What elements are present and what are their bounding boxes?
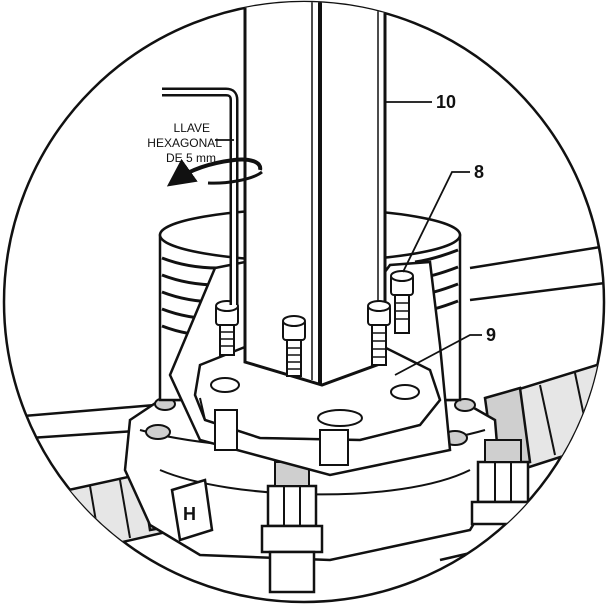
tool-label-line1: LLAVE (174, 121, 210, 135)
leader-lines (215, 101, 482, 376)
part-number-10: 10 (436, 92, 456, 112)
port-h-label: H (183, 504, 196, 524)
screw-front-right (367, 300, 391, 366)
square-post (243, 2, 387, 387)
port-h-fitting (170, 478, 214, 542)
tool-label-line2: HEXAGONAL (147, 136, 222, 150)
flange-slot-left (210, 377, 240, 393)
part-number-8: 8 (474, 162, 484, 182)
part-number-9: 9 (486, 325, 496, 345)
screw-front-left (215, 300, 239, 356)
screw-back-right (390, 270, 414, 334)
flange-slot-front (317, 409, 363, 427)
front-nut-left (260, 461, 324, 594)
hex-key-icon (162, 87, 239, 305)
screw-center (282, 315, 306, 377)
tool-label-line3: DE 5 mm (166, 151, 216, 165)
flange-slot-right (390, 384, 420, 400)
rotate-arrow-icon (166, 157, 263, 187)
